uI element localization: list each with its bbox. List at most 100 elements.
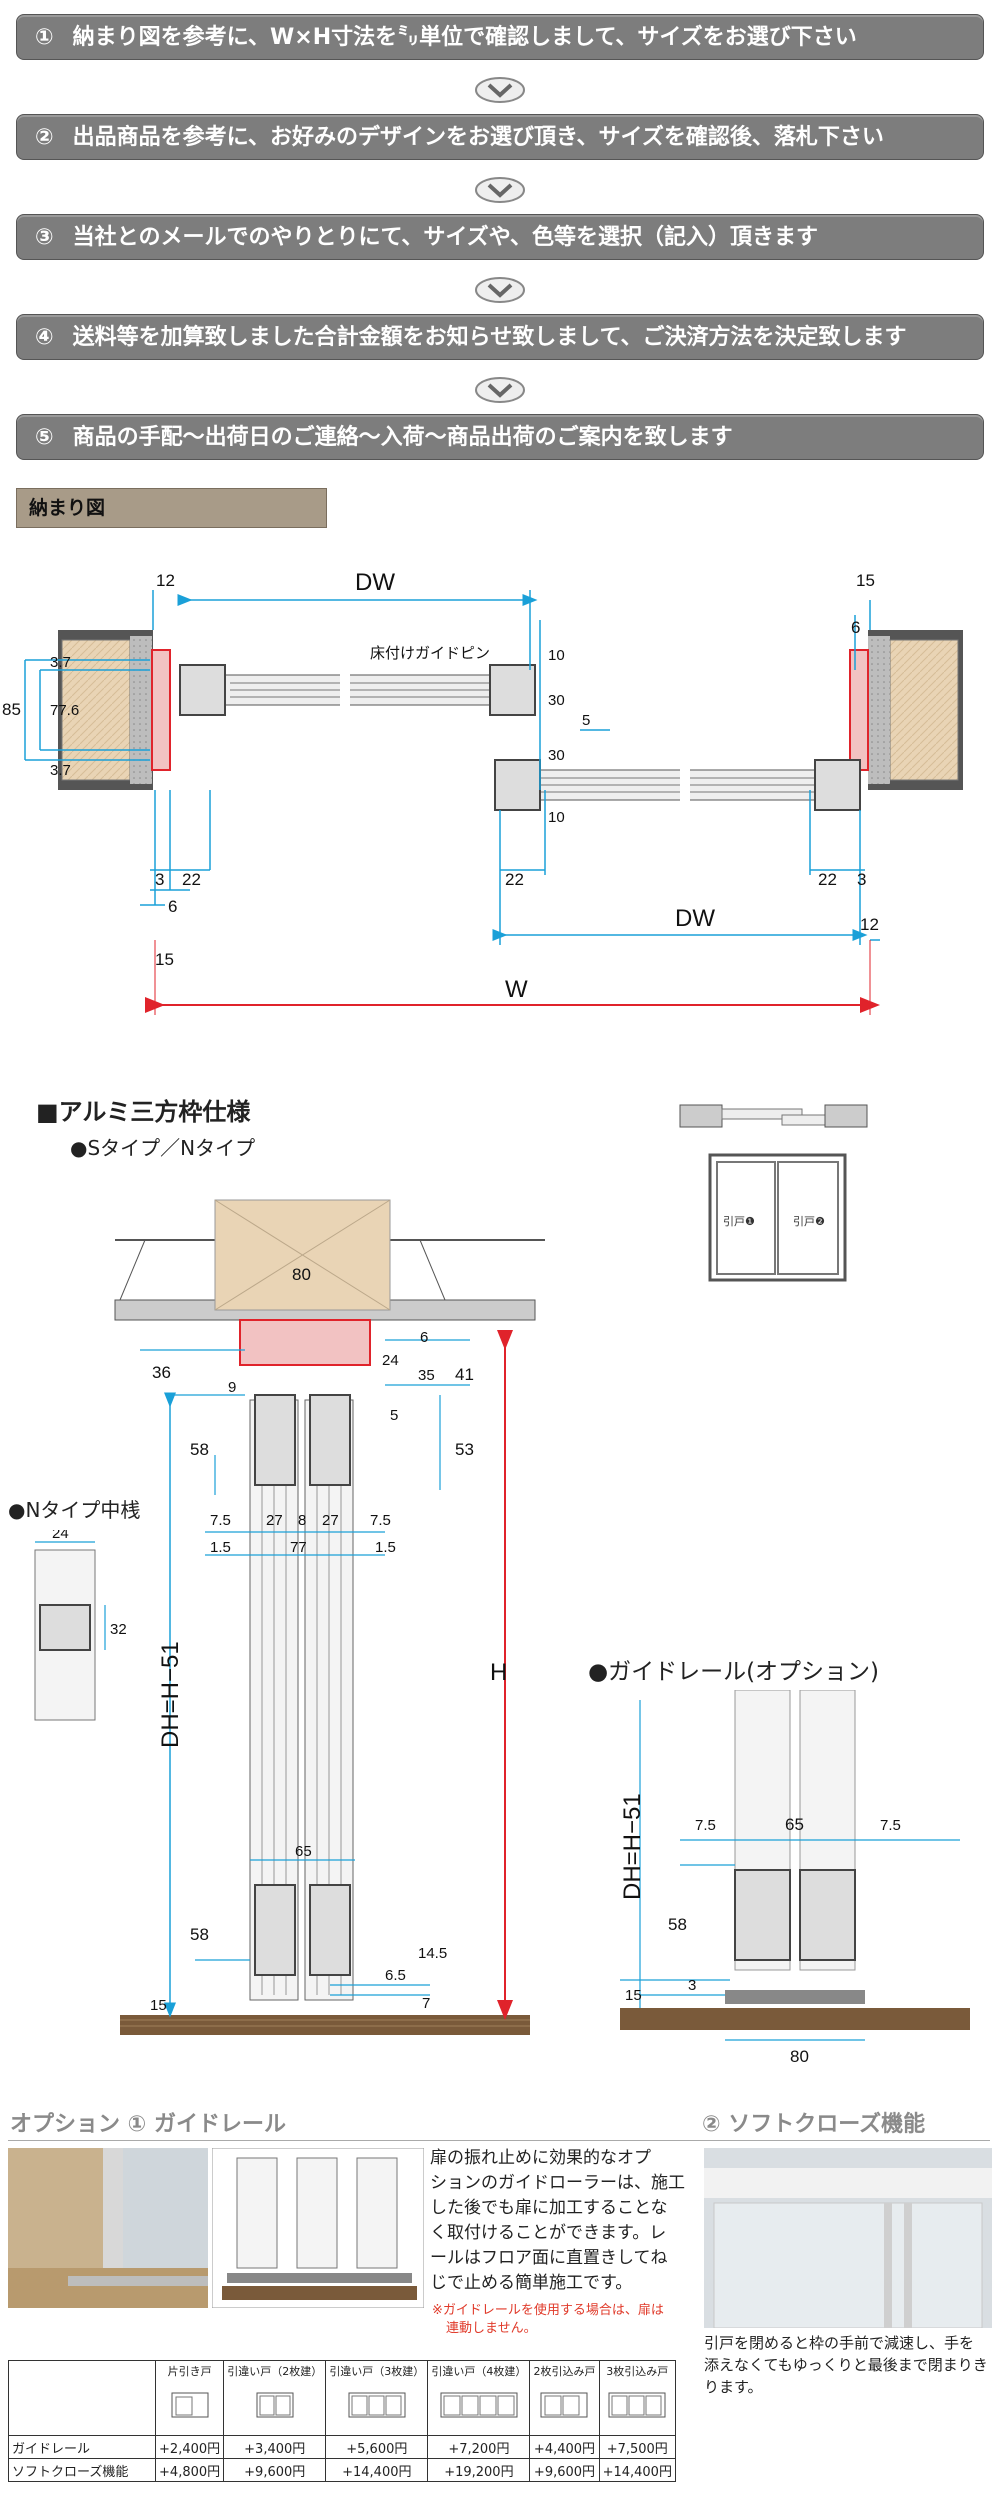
section2-title: ■アルミ三方枠仕様 (36, 1098, 251, 1126)
description-line: 添えなくてもゆっくりと最後まで閉まりき (704, 2356, 988, 2374)
price-cell: +4,400円 (529, 2435, 600, 2459)
step-text: 当社とのメールでのやりとりにて、サイズや、色等を選択（記入）頂きます (72, 225, 819, 250)
door-label-1: 引戸❶ (723, 1214, 755, 1228)
step-3: ③ 当社とのメールでのやりとりにて、サイズや、色等を選択（記入）頂きます (16, 214, 984, 260)
dim-label: 30 (548, 692, 565, 709)
price-cell: +7,200円 (427, 2435, 531, 2459)
table-header-cell: 片引き戸 (154, 2360, 225, 2436)
dim-label: 12 (860, 915, 879, 934)
dim-label: 7.5 (370, 1512, 391, 1529)
table-header-cell: 引違い戸（2枚建） (223, 2360, 327, 2436)
price-cell: +5,600円 (325, 2435, 429, 2459)
dh-label: DH=H−51 (157, 1641, 184, 1748)
step-number: ① (35, 25, 54, 50)
price-cell: +9,600円 (529, 2458, 600, 2482)
dim-label: 3 (155, 870, 164, 889)
row-label: ソフトクローズ機能 (8, 2458, 156, 2482)
dim-label: 22 (818, 870, 837, 889)
description-line: 引戸を閉めると枠の手前で減速し、手を (704, 2334, 975, 2352)
table-header-row: 片引き戸 引違い戸（2枚建） 引違い戸（3枚建） 引違い戸（4枚建） 2枚引込み… (8, 2360, 677, 2436)
dim-label: 58 (668, 1915, 687, 1934)
row-label: ガイドレール (8, 2435, 156, 2459)
two-pocket-door-icon (540, 2392, 588, 2418)
dim-label: 7.5 (210, 1512, 231, 1529)
dim-label: 10 (548, 647, 565, 664)
step-number: ② (35, 125, 54, 150)
dim-label: 3.7 (50, 654, 71, 671)
dim-label: 27 (322, 1512, 339, 1529)
lower-door-section (494, 759, 861, 811)
step-text: 送料等を加算致しました合計金額をお知らせ致しまして、ご決済方法を決定致します (72, 325, 907, 350)
dim-label: 7.5 (880, 1817, 901, 1834)
step-4: ④ 送料等を加算致しました合計金額をお知らせ致しまして、ご決済方法を決定致します (16, 314, 984, 360)
header-label: 2枚引込み戸 (533, 2365, 596, 2378)
dim-label: 6 (420, 1329, 428, 1346)
dim-label: 9 (228, 1379, 236, 1396)
dim-label: 27 (266, 1512, 283, 1529)
dw-label-top: DW (355, 569, 395, 596)
dim-label: 7 (422, 1995, 430, 2012)
dim-label: 6.5 (385, 1967, 406, 1984)
step-text: 商品の手配～出荷日のご連絡～入荷～商品出荷のご案内を致します (72, 425, 733, 450)
dim-label: 15 (856, 571, 875, 590)
dim-label: 6 (168, 897, 177, 916)
three-panel-door-icon (348, 2392, 406, 2418)
header-label: 引違い戸（4枚建） (431, 2365, 527, 2378)
floor (120, 2015, 530, 2035)
three-pocket-door-icon (608, 2392, 666, 2418)
table-header-cell: 引違い戸（4枚建） (427, 2360, 531, 2436)
chevron-down-icon (475, 277, 525, 303)
dim-label: 58 (190, 1440, 209, 1459)
table-header-cell: 2枚引込み戸 (529, 2360, 600, 2436)
guide-pin-label: 床付けガイドピン (370, 644, 490, 662)
dim-label: 77.6 (50, 702, 79, 719)
guide-rail-photo (8, 2148, 208, 2308)
dim-label: 10 (548, 809, 565, 826)
dim-label: 15 (155, 950, 174, 969)
guide-rail-diagram: 7.5 65 7.5 58 15 3 80 DH=H−51 (619, 1690, 970, 2066)
price-cell: +14,400円 (325, 2458, 429, 2482)
section2-subtitle: ●Sタイプ／Nタイプ (70, 1136, 256, 1160)
price-cell: +3,400円 (223, 2435, 327, 2459)
n-type-label: ●Nタイプ中桟 (8, 1498, 141, 1522)
section-diagram: 80 H DH=H−51 36 6 24 35 41 9 5 58 53 7.5… (114, 1199, 545, 2035)
option-description-2: 引戸を閉めると枠の手前で減速し、手を 添えなくてもゆっくりと最後まで閉まりき り… (704, 2332, 994, 2398)
dim-label: 36 (152, 1363, 171, 1382)
upper-door-section (179, 664, 536, 716)
note-line: ※ガイドレールを使用する場合は、扉は (432, 2303, 664, 2318)
dim-label: 32 (110, 1621, 127, 1638)
dim-label: 22 (182, 870, 201, 889)
section-title: 納まり図 (16, 488, 327, 528)
price-cell: +7,500円 (598, 2435, 677, 2459)
dim-label: 22 (505, 870, 524, 889)
price-table: 片引き戸 引違い戸（2枚建） 引違い戸（3枚建） 引違い戸（4枚建） 2枚引込み… (8, 2360, 677, 2482)
w-label: W (505, 976, 528, 1003)
price-cell: +19,200円 (427, 2458, 531, 2482)
option-title-2: ② ソフトクローズ機能 (702, 2112, 926, 2137)
option-title-1: オプション ① ガイドレール (10, 2112, 286, 2137)
price-cell: +2,400円 (154, 2435, 225, 2459)
dim-label: 8 (298, 1512, 306, 1529)
note-line: 連動しません。 (446, 2321, 537, 2336)
h-label: H (490, 1659, 507, 1686)
dh-label: DH=H−51 (619, 1793, 646, 1900)
dim-label: 77 (290, 1539, 307, 1556)
step-number: ⑤ (35, 425, 54, 450)
door-elevation-diagram: 引戸❶ 引戸❷ (679, 1104, 868, 1282)
dim-label: 65 (785, 1815, 804, 1834)
description-line: く取付けることができます。レ (430, 2223, 667, 2243)
dim-label: 24 (52, 1530, 69, 1542)
header-label: 片引き戸 (167, 2365, 212, 2378)
dim-label: 14.5 (418, 1945, 447, 1962)
chevron-down-icon (475, 377, 525, 403)
dim-label: 65 (295, 1843, 312, 1860)
chevron-down-icon (475, 177, 525, 203)
option-note: ※ガイドレールを使用する場合は、扉は 連動しません。 (432, 2302, 692, 2338)
soft-close-photo (704, 2148, 992, 2328)
dim-label: 85 (2, 700, 21, 719)
dim-label: 1.5 (375, 1539, 396, 1556)
dim-label: 58 (190, 1925, 209, 1944)
description-line: ールはフロア面に直置きしてね (430, 2248, 668, 2268)
dim-label: 80 (790, 2047, 809, 2066)
price-cell: +4,800円 (154, 2458, 225, 2482)
